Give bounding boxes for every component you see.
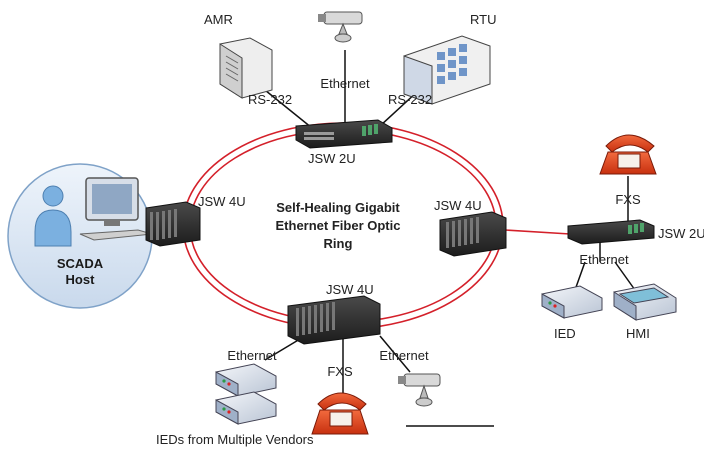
ieds-multi-label: IEDs from Multiple Vendors [156,432,314,447]
ring-title-line3: Ring [324,236,353,251]
rtu-label: RTU [470,12,496,27]
camera-bottom-icon [398,373,441,407]
jsw-4u-right-label: JSW 4U [434,198,482,213]
jsw-4u-right-switch [439,211,507,257]
ring-title-line2: Ethernet Fiber Optic [276,218,401,233]
amr-server-icon [219,37,273,99]
scada-host: SCADA Host [7,163,153,309]
phone-bottom-icon [311,392,369,435]
ethernet-bottom-right-label: Ethernet [379,348,429,363]
ethernet-top-label: Ethernet [320,76,370,91]
amr-label: AMR [204,12,233,27]
jsw-2u-right-label: JSW 2U [658,226,704,241]
ring-title-line1: Self-Healing Gigabit [276,200,400,215]
ied-label: IED [554,326,576,341]
link-ied-right [574,261,586,291]
jsw-4u-left-switch [145,201,201,247]
rs232-left-label: RS-232 [248,92,292,107]
jsw-2u-top-label: JSW 2U [308,151,356,166]
scada-label: SCADA [57,256,104,271]
link-hmi-right [614,261,636,291]
ied-right-icon [541,285,603,319]
ethernet-bottom-left-label: Ethernet [227,348,277,363]
link-camera-bottom [379,335,411,373]
rs232-right-label: RS-232 [388,92,432,107]
jsw-2u-top-switch [295,119,393,149]
jsw-2u-right-switch [567,219,655,245]
phone-right-icon [599,134,657,175]
ring-spur [504,229,571,235]
fxs-bottom-label: FXS [327,364,353,379]
host-person-icon [34,209,72,247]
jsw-4u-left-label: JSW 4U [198,194,246,209]
jsw-4u-bottom-label: JSW 4U [326,282,374,297]
rtu-rack-icon [403,35,491,105]
fxs-right-label: FXS [615,192,641,207]
camera-top-icon [318,11,363,43]
jsw-4u-bottom-switch [287,295,381,345]
hmi-icon [613,283,677,321]
hmi-label: HMI [626,326,650,341]
ieds-multi-vendor-icon [215,363,277,425]
ethernet-right-label: Ethernet [579,252,629,267]
host-label: Host [66,272,96,287]
